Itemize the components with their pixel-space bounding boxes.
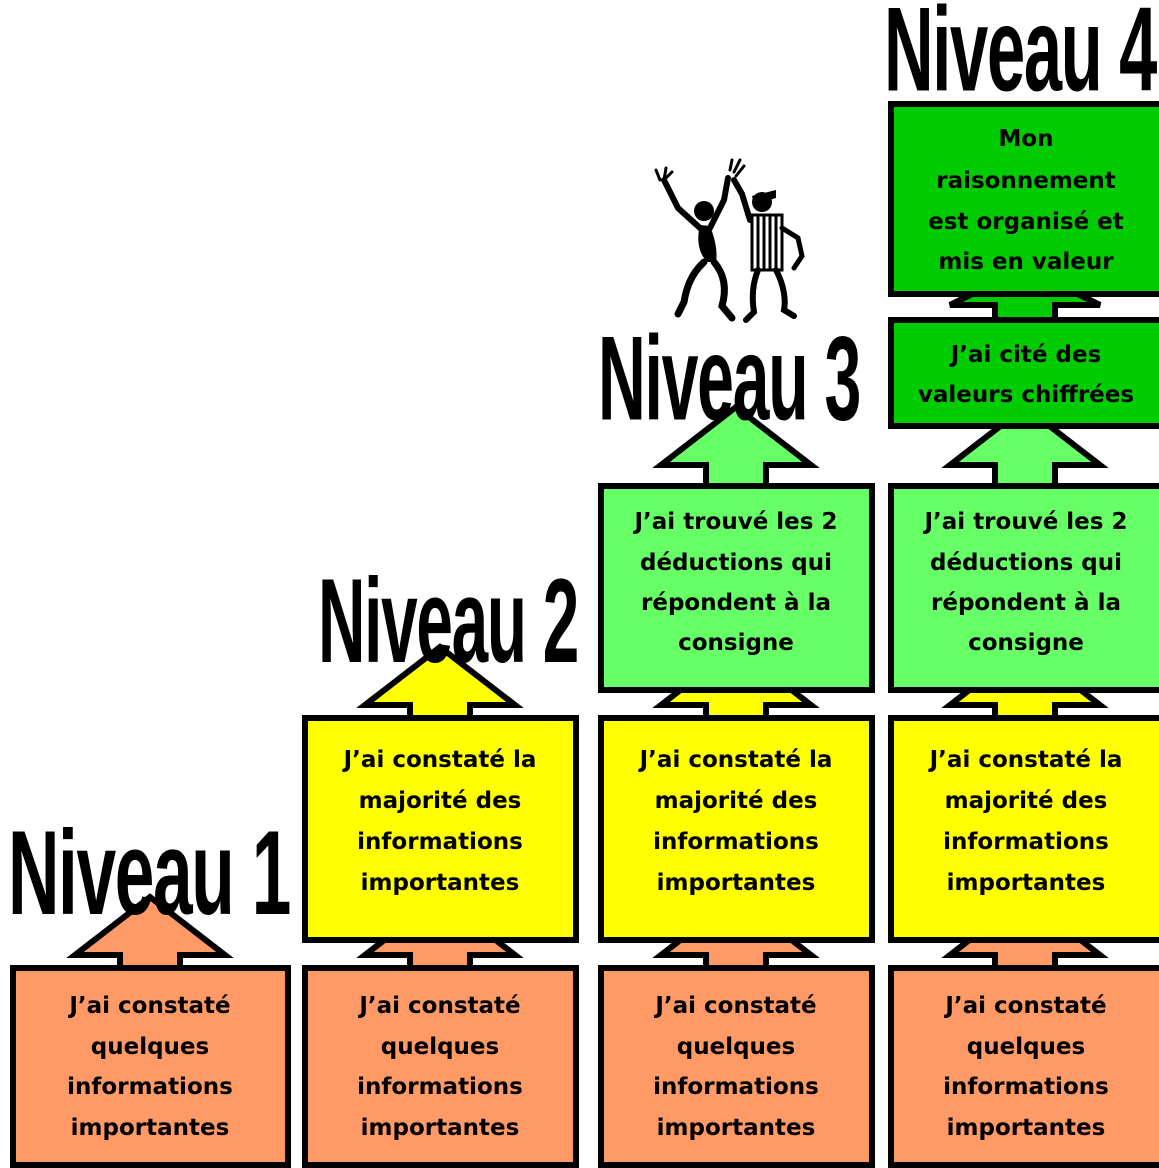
level-titles: Niveau 1 Niveau 2 Niveau 3 Niveau 4 [8,0,1159,940]
boxes [10,101,1159,1168]
step1-line: J’ai constaté [653,993,816,1019]
box-step1-col1 [10,965,291,1168]
level-4-title: Niveau 4 [884,0,1157,116]
level-3-title: Niveau 3 [598,312,860,445]
step3-line: consigne [678,630,794,656]
step1-line: quelques [677,1034,795,1060]
step1-line: importantes [947,1115,1106,1141]
step1-line: J’ai constaté [67,993,230,1019]
box-step3-col4 [888,483,1159,693]
step3-line: répondent à la [641,590,831,616]
step2-line: J’ai constaté la [342,747,537,773]
box-step2-col4 [888,715,1159,943]
step2-line: importantes [657,870,816,896]
step1-line: informations [357,1074,523,1100]
step1-line: quelques [381,1034,499,1060]
box-step1-col3 [598,965,875,1168]
box-step4-col4 [888,317,1159,429]
step5-line: mis en valeur [938,249,1114,275]
step1-line: importantes [657,1115,816,1141]
step3-line: J’ai trouvé les 2 [632,509,837,535]
step5-line: raisonnement [936,168,1116,194]
step2-line: majorité des [655,788,818,814]
step1-line: J’ai constaté [943,993,1106,1019]
step4-line: J’ai cité des [949,342,1102,368]
arrow-up-icon [941,403,1109,489]
step1-line: importantes [71,1115,230,1141]
step1-line: informations [67,1074,233,1100]
step1-line: quelques [91,1034,209,1060]
step2-line: J’ai constaté la [638,747,833,773]
step1-line: J’ai constaté [357,993,520,1019]
step3-line: consigne [968,630,1084,656]
step3-line: déductions qui [930,550,1122,576]
box-step1-col4 [888,965,1159,1168]
box-step3-col3 [598,483,875,693]
step5-line: Mon [998,126,1053,152]
step1-line: importantes [361,1115,520,1141]
step2-line: informations [943,829,1109,855]
step5-line: est organisé et [928,209,1124,235]
box-step5-col4 [888,101,1159,297]
box-step1-col2 [302,965,579,1168]
step2-line: informations [357,829,523,855]
step1-line: informations [943,1074,1109,1100]
step2-line: informations [653,829,819,855]
step1-line: informations [653,1074,819,1100]
box-step2-col3 [598,715,875,943]
step1-line: quelques [967,1034,1085,1060]
arrow-up-icon [652,403,820,489]
step4-line: valeurs chiffrées [918,382,1134,408]
step2-line: majorité des [359,788,522,814]
step2-line: importantes [361,870,520,896]
step2-line: J’ai constaté la [928,747,1123,773]
step3-line: répondent à la [931,590,1121,616]
step2-line: majorité des [945,788,1108,814]
box-texts: J’ai constaté quelques informations impo… [67,126,1134,1141]
level-1-title: Niveau 1 [8,806,290,939]
step2-line: importantes [947,870,1106,896]
box-step2-col2 [302,715,579,943]
step3-line: J’ai trouvé les 2 [922,509,1127,535]
celebrating-people-icon [654,158,805,323]
level-2-title: Niveau 2 [318,554,578,687]
step3-line: déductions qui [640,550,832,576]
